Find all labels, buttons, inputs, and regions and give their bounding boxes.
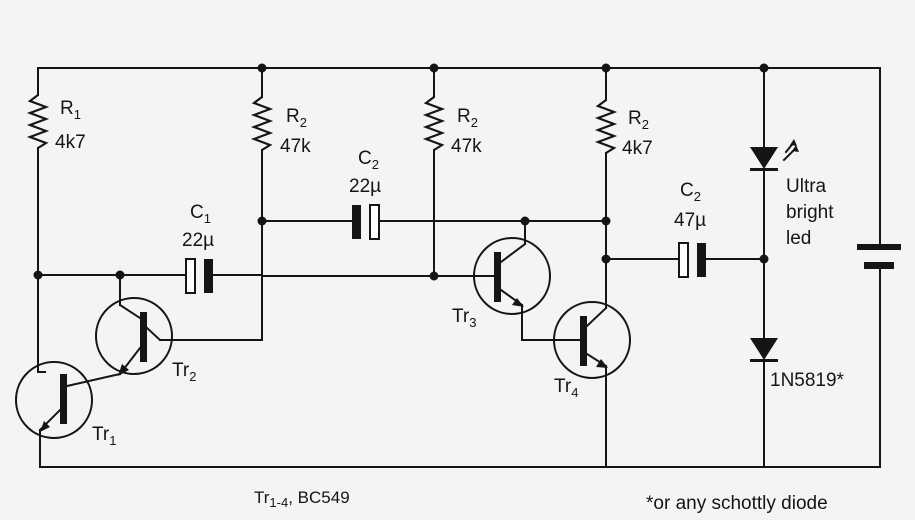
capacitor-c2-a — [352, 204, 609, 240]
c2b-value: 47µ — [674, 210, 706, 231]
resistor-r1 — [26, 67, 50, 276]
junction — [257, 63, 267, 73]
tr3-label: Tr3 — [452, 306, 476, 330]
transistor-tr1 — [15, 361, 122, 468]
r1-value: 4k7 — [55, 132, 86, 153]
diode-label: 1N5819* — [770, 370, 845, 391]
battery-short-plate — [864, 262, 894, 269]
c2a-name: C2 — [358, 148, 379, 172]
resistor-r2-b — [422, 67, 446, 277]
led-symbol — [750, 139, 799, 171]
junction — [33, 270, 43, 280]
r1-name: R1 — [60, 98, 81, 122]
junction — [115, 270, 125, 280]
tr1-label: Tr1 — [92, 424, 116, 448]
led-label-2: bright — [786, 202, 834, 223]
transistor-tr4 — [553, 301, 631, 468]
r2c-name: R2 — [628, 108, 649, 132]
r2b-value: 47k — [451, 136, 482, 157]
junction — [429, 63, 439, 73]
schottky-diode — [750, 338, 778, 468]
transistor-tr2 — [95, 297, 173, 376]
junction — [759, 63, 769, 73]
c1-value: 22µ — [182, 230, 214, 251]
r2c-value: 4k7 — [622, 138, 653, 159]
junction — [601, 63, 611, 73]
r2b-name: R2 — [457, 106, 478, 130]
tr4-label: Tr4 — [554, 376, 578, 400]
junction — [759, 254, 769, 264]
resistor-r2-c — [594, 67, 618, 309]
footnote: *or any schottly diode — [646, 493, 828, 514]
r2a-name: R2 — [286, 106, 307, 130]
led-label-3: led — [786, 228, 811, 249]
capacitor-c1 — [185, 258, 263, 294]
led-label-1: Ultra — [786, 176, 827, 197]
transistor-tr3 — [473, 220, 581, 341]
battery — [857, 67, 901, 468]
battery-long-plate — [857, 244, 901, 250]
c2b-name: C2 — [680, 180, 701, 204]
tr2-label: Tr2 — [172, 360, 196, 384]
transistor-note: Tr1-4, BC549 — [254, 488, 350, 510]
capacitor-c2-b — [678, 242, 765, 278]
c1-name: C1 — [190, 202, 211, 226]
c2a-value: 22µ — [349, 176, 381, 197]
r2a-value: 47k — [280, 136, 311, 157]
junction — [601, 216, 611, 226]
resistor-r2-a — [250, 67, 274, 341]
